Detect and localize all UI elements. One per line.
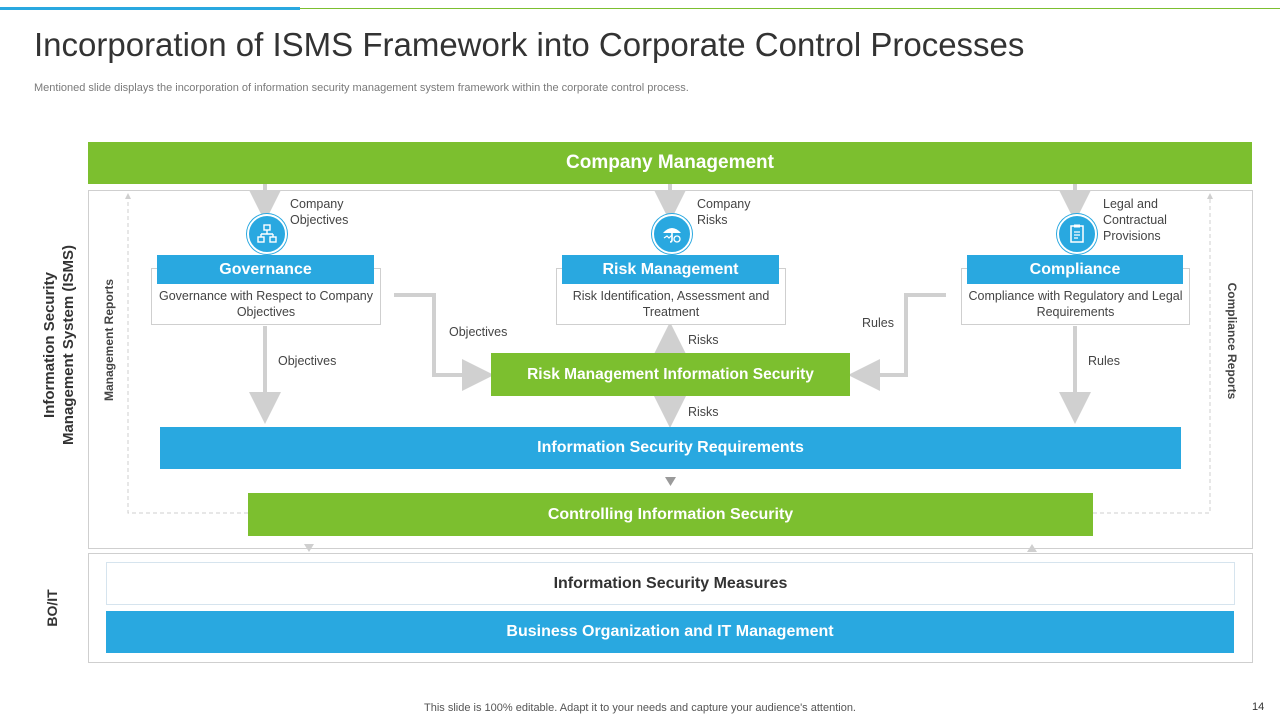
compliance-reports-loop — [1093, 193, 1213, 514]
page-number: 14 — [1252, 701, 1265, 713]
compliance-input-label: Legal and Contractual Provisions — [1103, 197, 1167, 243]
left-connector-label: Objectives — [449, 325, 508, 339]
risk-input-label: Company Risks — [697, 197, 751, 227]
marker-right-up — [1027, 544, 1037, 552]
management-reports-label: Management Reports — [102, 278, 116, 402]
top-accent-green — [300, 8, 1280, 9]
arrow-requirements-down — [665, 477, 676, 486]
rmis-box: Risk Management Information Security — [491, 353, 850, 396]
company-management-bar: Company Management — [88, 142, 1252, 184]
compliance-reports-label: Compliance Reports — [1225, 282, 1239, 400]
governance-title-bar: Governance — [157, 255, 374, 284]
compliance-output-label: Rules — [1088, 354, 1120, 368]
compliance-title-bar: Compliance — [967, 255, 1183, 284]
risk-title-bar: Risk Management — [562, 255, 779, 284]
marker-left-down — [304, 544, 314, 552]
risk-up-label: Risks — [688, 333, 719, 347]
clipboard-icon — [1057, 214, 1097, 254]
umbrella-icon — [652, 214, 692, 254]
bo-it-management-bar: Business Organization and IT Management — [106, 611, 1234, 653]
is-requirements-bar: Information Security Requirements — [160, 427, 1181, 469]
top-accent-blue — [0, 7, 300, 10]
org-chart-icon — [247, 214, 287, 254]
governance-output-label: Objectives — [278, 354, 337, 368]
footer-note: This slide is 100% editable. Adapt it to… — [424, 702, 856, 714]
governance-input-label: Company Objectives — [290, 197, 349, 227]
management-reports-loop — [125, 193, 248, 514]
elbow-right — [848, 293, 946, 391]
right-connector-label: Rules — [862, 316, 894, 330]
bo-it-frame — [88, 553, 1253, 663]
elbow-left — [394, 293, 494, 391]
rmis-down-label: Risks — [688, 405, 719, 419]
page-subtitle: Mentioned slide displays the incorporati… — [34, 82, 689, 94]
bo-it-label: BO/IT — [44, 589, 60, 627]
controlling-is-bar: Controlling Information Security — [248, 493, 1093, 536]
isms-vertical-label: Information Security Management System (… — [41, 244, 77, 446]
is-measures-bar: Information Security Measures — [106, 562, 1235, 605]
page-title: Incorporation of ISMS Framework into Cor… — [34, 26, 1025, 63]
